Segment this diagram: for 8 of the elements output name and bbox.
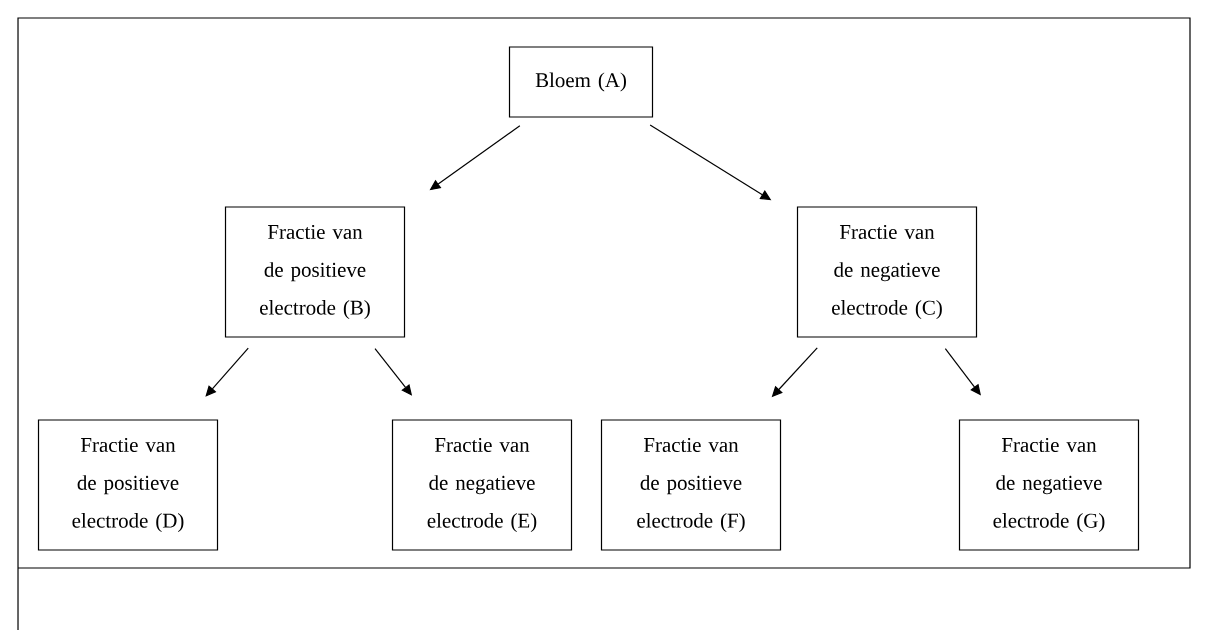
box: Fractie van de negatieve electrode (C) <box>796 206 978 338</box>
box: Fractie van de positieve electrode (F) <box>600 419 782 551</box>
box: Fractie van de positieve electrode (B) <box>224 206 406 338</box>
arrow <box>205 347 249 397</box>
box: Bloem (A) <box>508 46 654 118</box>
box: Fractie van de positieve electrode (D) <box>37 419 219 551</box>
box: Fractie van de negatieve electrode (E) <box>391 419 573 551</box>
box: Fractie van de negatieve electrode (G) <box>958 419 1140 551</box>
